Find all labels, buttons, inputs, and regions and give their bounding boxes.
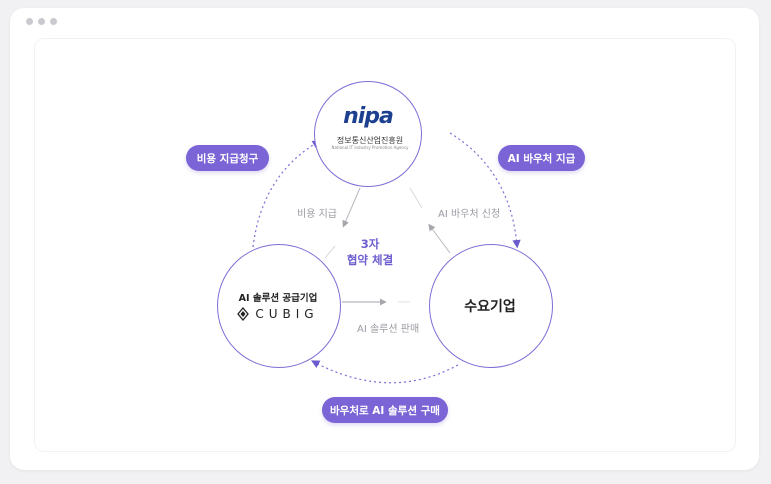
flow-nipa-to-supplier — [342, 187, 361, 228]
flow-demand-to-nipa — [428, 223, 451, 254]
cost-payment-label: 비용 지급 — [297, 209, 337, 220]
cubig-wordmark: CUBIG — [255, 307, 319, 321]
arc-demand-to-supplier — [311, 360, 459, 384]
nipa-logo: nipa — [343, 104, 394, 129]
supplier-circle — [217, 244, 341, 368]
demand-label: 수요기업 — [464, 299, 516, 315]
arc-supplier-to-nipa — [252, 140, 321, 248]
center-agreement: 3자 협약 체결 — [340, 236, 400, 268]
window-controls — [26, 18, 57, 25]
nipa-name-en: National IT Industry Promotion Agency — [331, 145, 409, 150]
cost-claim-pill: 비용 지급청구 — [186, 145, 269, 171]
cubig-logo: CUBIG — [230, 306, 326, 322]
arc-nipa-to-demand — [449, 132, 521, 249]
center-line-1: 3자 — [360, 237, 380, 251]
solution-sale-label: AI 솔루션 판매 — [357, 324, 420, 335]
nipa-name-kr: 정보통신산업진흥원 — [336, 136, 404, 145]
window-dot-icon — [26, 18, 33, 25]
voucher-apply-label: AI 바우처 신청 — [438, 209, 501, 220]
voucher-payment-pill: AI 바우처 지급 — [498, 145, 585, 171]
window-dot-icon — [50, 18, 57, 25]
supplier-label: AI 솔루션 공급기업 — [238, 293, 318, 304]
nipa-circle — [314, 81, 422, 187]
demand-circle — [429, 244, 553, 368]
window-dot-icon — [38, 18, 45, 25]
cubig-diamond-icon — [237, 307, 250, 321]
purchase-pill: 바우처로 AI 솔루션 구매 — [322, 397, 448, 423]
center-line-2: 협약 체결 — [346, 253, 394, 267]
